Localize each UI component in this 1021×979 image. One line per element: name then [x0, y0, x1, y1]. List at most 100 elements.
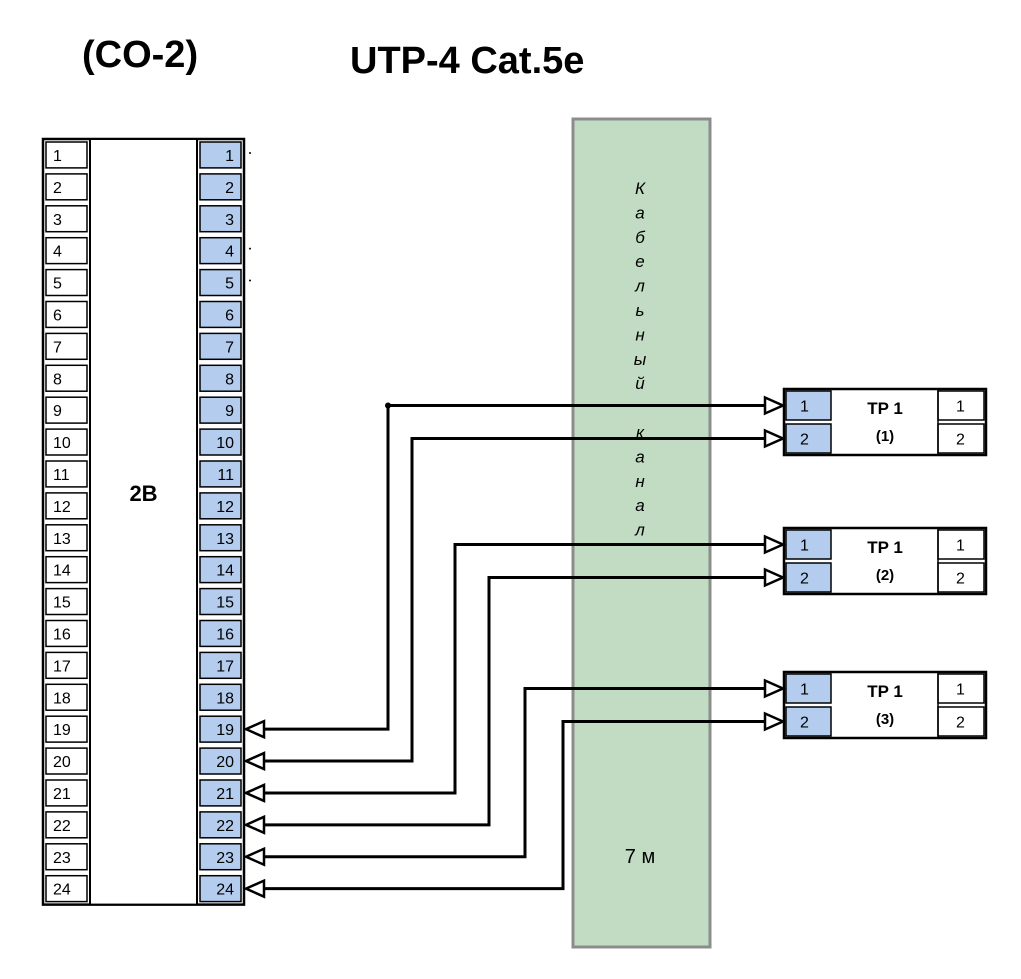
panel-port-left [45, 811, 88, 839]
outlet-index: (2) [876, 567, 894, 584]
panel-port-left [45, 236, 88, 265]
panel-port-left [45, 205, 88, 233]
channel-letter: л [634, 521, 645, 540]
arrow-to-panel [242, 751, 266, 771]
outlet-port-right [937, 529, 985, 560]
panel-port-left [45, 428, 88, 456]
arrow-to-panel [242, 783, 266, 803]
outlet-port-right-label: 1 [956, 682, 965, 699]
panel-port-left [45, 364, 88, 392]
connection-wire [264, 687, 765, 859]
cross-label: (CO-2) [82, 34, 199, 76]
panel-port-left [45, 779, 88, 807]
panel-port-right [199, 843, 242, 871]
panel-port-left-label: 9 [53, 403, 62, 420]
panel-port-left-label: 16 [53, 626, 71, 643]
panel-port-left [45, 555, 88, 584]
panel-port-right-label: 24 [216, 882, 234, 899]
panel-port-left-label: 7 [53, 339, 62, 356]
arrow-to-panel [242, 878, 266, 899]
channel-letter: ы [634, 350, 647, 369]
panel-port-left-label: 14 [53, 563, 71, 580]
connection-wire [264, 404, 765, 731]
channel-letter: й [635, 374, 645, 393]
panel-port-left-label: 17 [53, 658, 71, 675]
channel-letter: а [635, 447, 644, 466]
outlet-port-left-label: 2 [800, 715, 809, 732]
panel-port-right-label: 1 [225, 148, 234, 165]
panel-port-right-label: 18 [216, 690, 234, 707]
outlet-port-right-label: 2 [956, 432, 965, 449]
panel-port-right [199, 396, 242, 424]
panel-port-left-label: 1 [53, 148, 62, 165]
panel-port-right [199, 555, 242, 584]
channel-letter: ь [636, 301, 645, 320]
panel-port-right-label: 21 [216, 786, 234, 803]
channel-letter: к [636, 423, 645, 442]
outlet-port-right-label: 1 [956, 538, 965, 555]
panel-port-right-label: 16 [216, 626, 234, 643]
panel-port-left [45, 460, 88, 488]
panel-port-left [45, 619, 88, 648]
panel-port-right-label: 12 [216, 499, 234, 516]
arrow-to-outlet [763, 567, 787, 588]
panel-port-right [199, 715, 242, 743]
connection-wire [264, 543, 765, 795]
panel-dot [249, 151, 251, 154]
panel-port-left [45, 524, 88, 552]
panel-port-right-label: 20 [216, 754, 234, 771]
channel-length: 7 м [625, 846, 655, 868]
panel-port-left [45, 173, 88, 201]
panel-port-left-label: 11 [53, 467, 70, 484]
panel-port-right-label: 6 [225, 307, 234, 324]
panel-port-left-label: 5 [53, 276, 62, 293]
panel-port-left-label: 3 [53, 212, 62, 229]
panel-port-right [199, 811, 242, 839]
outlet-port-right [937, 673, 985, 704]
outlet-name: TP 1 [867, 538, 903, 557]
panel-port-right [199, 332, 242, 361]
panel-port-left [45, 268, 88, 297]
panel-port-left-label: 19 [53, 722, 71, 739]
panel-port-right-label: 2 [225, 180, 234, 197]
arrow-to-outlet [763, 395, 787, 416]
connection-wire [264, 576, 765, 827]
panel-port-right [199, 300, 242, 329]
panel-port-left [45, 874, 88, 903]
panel-port-left [45, 843, 88, 871]
panel-port-right-label: 8 [225, 371, 234, 388]
panel-port-right-label: 17 [216, 658, 234, 675]
panel-port-right-label: 14 [216, 563, 234, 580]
panel-port-left [45, 587, 88, 616]
arrow-to-outlet [763, 678, 787, 699]
outlet-index: (3) [876, 711, 894, 728]
arrow-to-outlet [763, 711, 787, 732]
outlet-port-left [785, 423, 832, 454]
panel-port-right-label: 22 [216, 818, 234, 835]
panel-port-right [199, 524, 242, 552]
panel-port-left-label: 13 [53, 531, 71, 548]
outlet-port-left-label: 1 [800, 399, 809, 416]
panel-port-right [199, 428, 242, 456]
panel-port-right-label: 19 [216, 722, 234, 739]
panel-dot [249, 279, 251, 282]
panel-port-right-label: 5 [225, 276, 234, 293]
panel-port-right [199, 619, 242, 648]
patch-panel-label: 2B [129, 481, 157, 506]
arrow-to-outlet [763, 534, 787, 555]
panel-port-right [199, 747, 242, 775]
panel-port-left-label: 12 [53, 499, 71, 516]
panel-port-left [45, 300, 88, 329]
patch-panel-body [89, 138, 198, 906]
panel-port-left-label: 18 [53, 690, 71, 707]
outlet-port-right-label: 1 [956, 399, 965, 416]
outlet-port-left-label: 2 [800, 571, 809, 588]
panel-port-left [45, 332, 88, 361]
panel-port-right-label: 3 [225, 212, 234, 229]
panel-port-right-label: 4 [225, 244, 234, 261]
outlet-port-left [785, 562, 832, 593]
panel-port-right [199, 268, 242, 297]
panel-port-left-label: 2 [53, 180, 62, 197]
panel-port-left-label: 22 [53, 818, 71, 835]
outlet-port-left [785, 706, 832, 737]
